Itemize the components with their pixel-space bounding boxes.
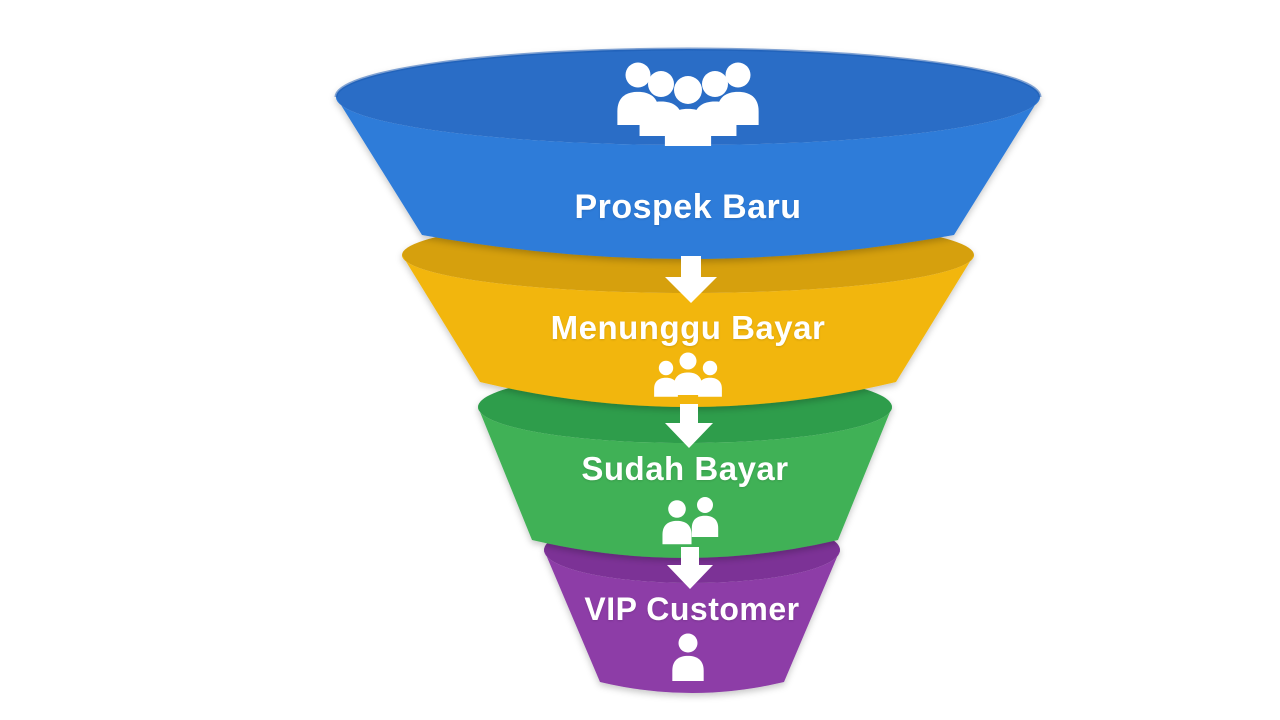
- funnel-arrows: [665, 256, 717, 589]
- arrow-down-icon: [667, 547, 713, 589]
- stage-body: [478, 407, 892, 558]
- stage-label-sudah-bayar: Sudah Bayar: [581, 450, 789, 487]
- stage-label-menunggu-bayar: Menunggu Bayar: [550, 309, 826, 346]
- stage-rim-edge: [334, 47, 1042, 98]
- stage-body: [544, 550, 840, 693]
- stage-label-vip-customer: VIP Customer: [584, 591, 800, 627]
- arrow-down-icon: [665, 404, 713, 448]
- arrow-down-icon: [665, 256, 717, 303]
- stage-body: [402, 255, 974, 407]
- stage-label-prospek-baru: Prospek Baru: [574, 188, 802, 226]
- stage-body: [336, 97, 1040, 259]
